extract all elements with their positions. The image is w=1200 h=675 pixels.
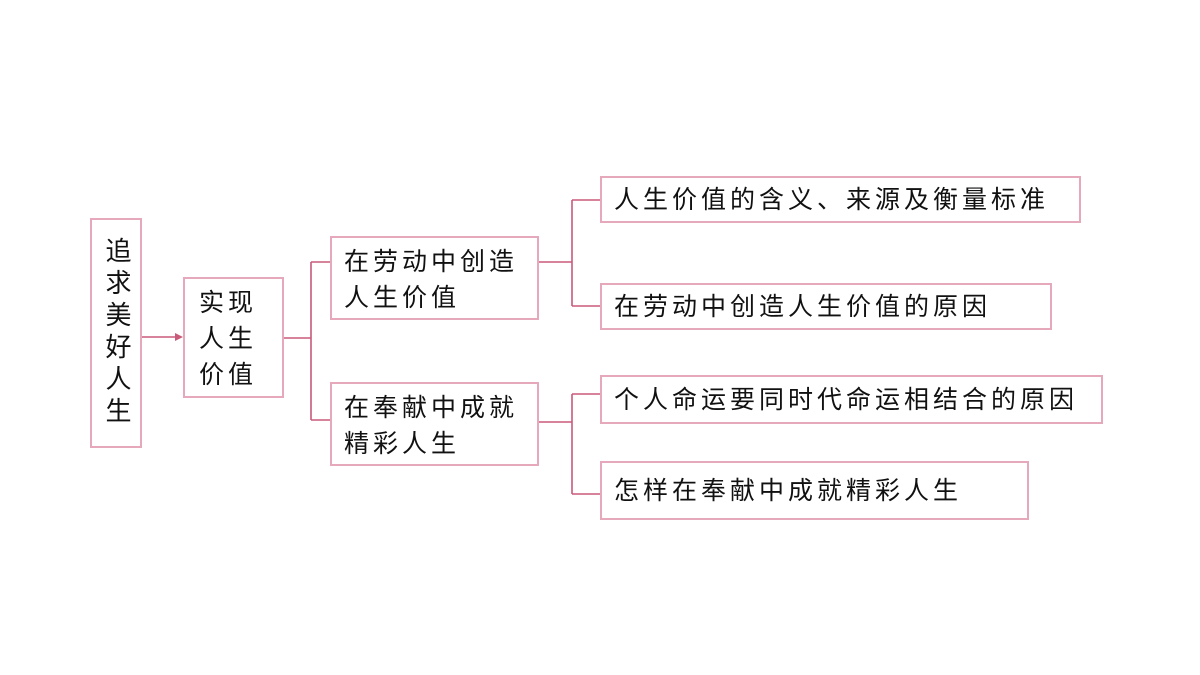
leaf-label-1: 人生价值的含义、来源及衡量标准 — [614, 184, 1050, 214]
arrowhead-icon — [175, 333, 183, 341]
leaf-node-3: 个人命运要同时代命运相结合的原因 — [600, 375, 1103, 424]
leaf-node-1: 人生价值的含义、来源及衡量标准 — [600, 176, 1081, 223]
leaf-node-2: 在劳动中创造人生价值的原因 — [600, 283, 1052, 330]
branch-node-2: 在奉献中成就精彩人生 — [330, 382, 539, 466]
branch-label-1: 在劳动中创造人生价值 — [344, 247, 519, 312]
level1-node: 实现人生价值 — [183, 277, 284, 398]
leaf-node-4: 怎样在奉献中成就精彩人生 — [600, 461, 1029, 520]
leaf-label-2: 在劳动中创造人生价值的原因 — [614, 291, 992, 321]
level1-label: 实现人生价值 — [199, 288, 258, 389]
leaf-label-4: 怎样在奉献中成就精彩人生 — [614, 475, 963, 505]
root-node: 追求美好人生 — [90, 218, 142, 448]
root-label: 追求美好人生 — [101, 237, 131, 429]
branch-node-1: 在劳动中创造人生价值 — [330, 236, 539, 320]
branch-label-2: 在奉献中成就精彩人生 — [344, 393, 519, 458]
leaf-label-3: 个人命运要同时代命运相结合的原因 — [614, 384, 1079, 414]
